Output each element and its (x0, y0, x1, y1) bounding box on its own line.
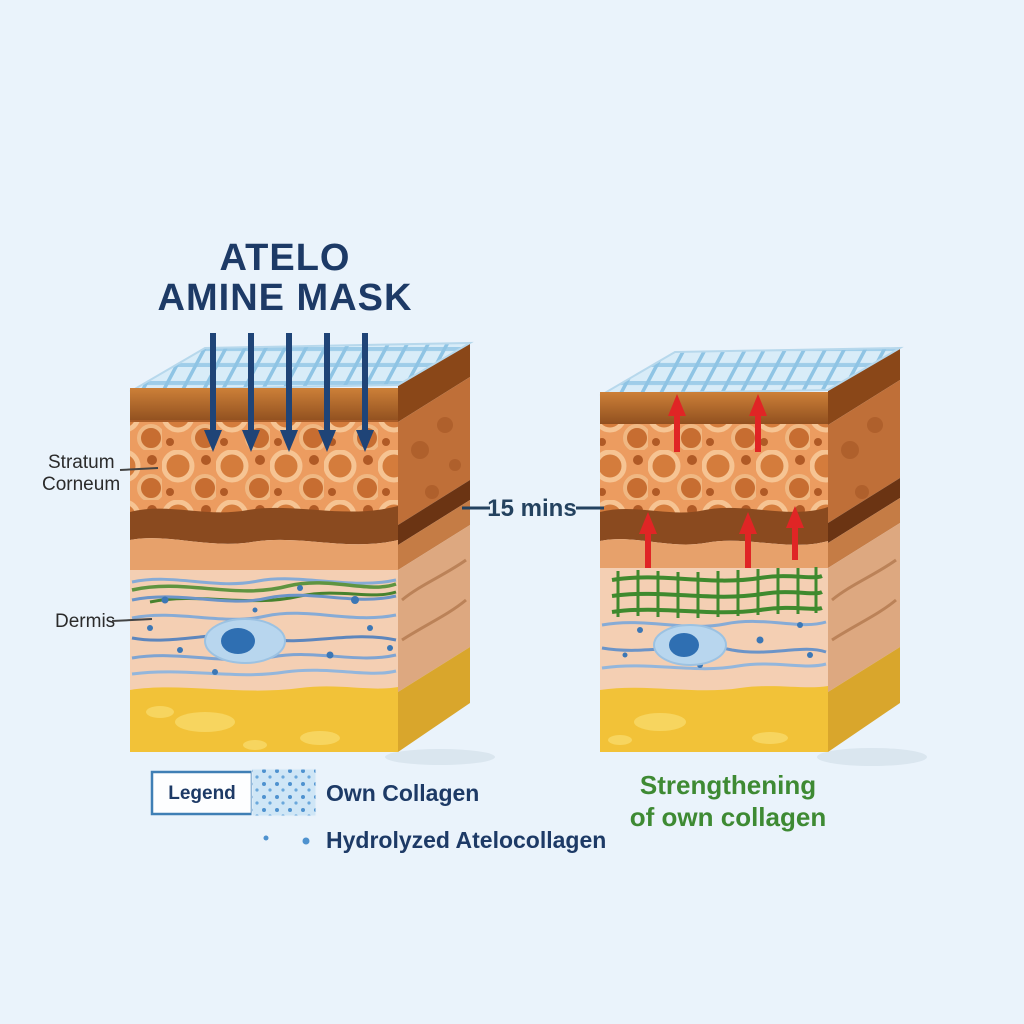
left-skin-block (129, 341, 474, 752)
duration-text: 15 mins (487, 495, 576, 522)
transition-band-right (600, 539, 828, 570)
fat-layer-right (600, 686, 828, 752)
mask-top-face-right (599, 346, 904, 396)
stratum-corneum-label-line2: Corneum (42, 474, 120, 495)
own-collagen-swatch-icon (251, 768, 317, 817)
legend-hydrolyzed-label: Hydrolyzed Atelocollagen (326, 827, 606, 853)
right-block-side-face (828, 348, 900, 752)
penetration-arrows (204, 333, 374, 452)
hydrolyzed-dot-icon (263, 835, 269, 841)
stratum-pointer-line (119, 467, 159, 471)
stratum-corneum-label: Stratum Corneum (42, 452, 159, 495)
legend: Legend Own Collagen Hydrolyzed Atelocoll… (150, 768, 606, 853)
title: ATELO AMINE MASK (158, 237, 413, 319)
legend-box (150, 770, 254, 816)
mask-top-face-left (129, 341, 474, 392)
dermis-dots-left (147, 585, 393, 675)
dark-brown-band-right (600, 507, 828, 545)
right-skin-block (599, 346, 904, 752)
dermis-label-text: Dermis (55, 611, 115, 632)
collagen-mesh (611, 567, 823, 618)
right-block-shadow (817, 748, 927, 766)
fibroblast-cell-left (204, 618, 286, 664)
legend-own-collagen-label: Own Collagen (326, 780, 479, 806)
annotation-strengthening: Strengthening of own collagen (630, 770, 826, 832)
title-line1: ATELO (220, 237, 351, 279)
legend-title: Legend (168, 783, 236, 804)
left-block-shadow (385, 749, 495, 765)
fat-blobs-left (146, 706, 340, 750)
transition-band-left (130, 538, 398, 572)
dermis-label: Dermis (55, 611, 153, 632)
stratum-corneum-layer-left (130, 420, 398, 524)
annotation-line1: Strengthening (640, 770, 816, 800)
stratum-corneum-layer-right (600, 424, 828, 524)
epidermis-band-right (600, 392, 828, 425)
hydrolyzed-dot-icon (302, 837, 310, 845)
annotation-line2: of own collagen (630, 802, 826, 832)
fibroblast-cell-right (653, 624, 727, 666)
dark-brown-band-left (130, 506, 398, 545)
epidermis-band-left (130, 388, 398, 422)
dermis-pointer-line (111, 618, 153, 622)
fat-blobs-right (608, 713, 788, 745)
left-block-side-face (398, 343, 470, 752)
strengthen-arrows (639, 394, 804, 568)
title-line2: AMINE MASK (158, 277, 413, 319)
stratum-corneum-label-line1: Stratum (48, 452, 115, 473)
duration-label: 15 mins (462, 495, 604, 522)
